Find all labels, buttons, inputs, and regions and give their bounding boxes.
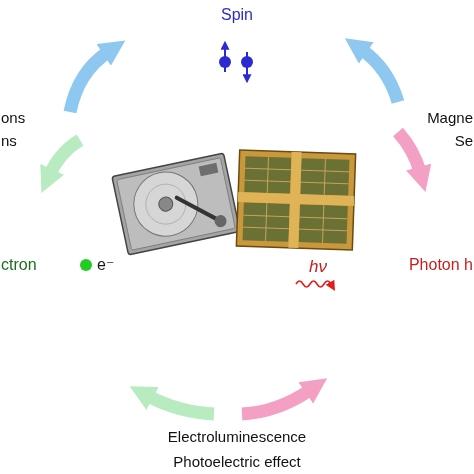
- circle-shape: [30, 140, 294, 404]
- effect-label: Magne: [427, 109, 473, 126]
- circle-label: ctron: [1, 256, 37, 274]
- curved-arrow: [362, 50, 398, 102]
- effect-label: Electroluminescence: [168, 428, 306, 445]
- curved-arrow: [70, 52, 108, 112]
- hard-drive: [112, 153, 240, 255]
- circle-label: Spin: [221, 6, 253, 24]
- microchip: [236, 150, 355, 250]
- photon-wave: [296, 281, 331, 287]
- circle-shape: [181, 140, 445, 404]
- venn-circle: Photon hhν: [181, 140, 445, 404]
- circle-shape: [111, 22, 363, 274]
- venn-circle: Spin: [111, 22, 363, 274]
- curved-arrow: [50, 140, 80, 174]
- cycle-arrows: [50, 50, 420, 414]
- curved-arrow: [398, 132, 420, 172]
- circle-label: e⁻: [97, 256, 114, 274]
- effect-label: Se: [455, 132, 473, 149]
- venn-circle: ctrone⁻: [30, 140, 294, 404]
- circle-outline: [111, 22, 363, 274]
- circle-label: Photon h: [409, 256, 473, 274]
- effect-label: ns: [1, 132, 17, 149]
- circle-outline: [30, 140, 294, 404]
- spin-symbol: [219, 48, 253, 76]
- circle-label: hν: [309, 257, 327, 277]
- effect-label: Photoelectric effect: [173, 453, 300, 470]
- electron-dot: [80, 259, 92, 271]
- effect-label: ons: [1, 109, 25, 126]
- curved-arrow: [242, 390, 310, 414]
- curved-arrow: [148, 396, 214, 414]
